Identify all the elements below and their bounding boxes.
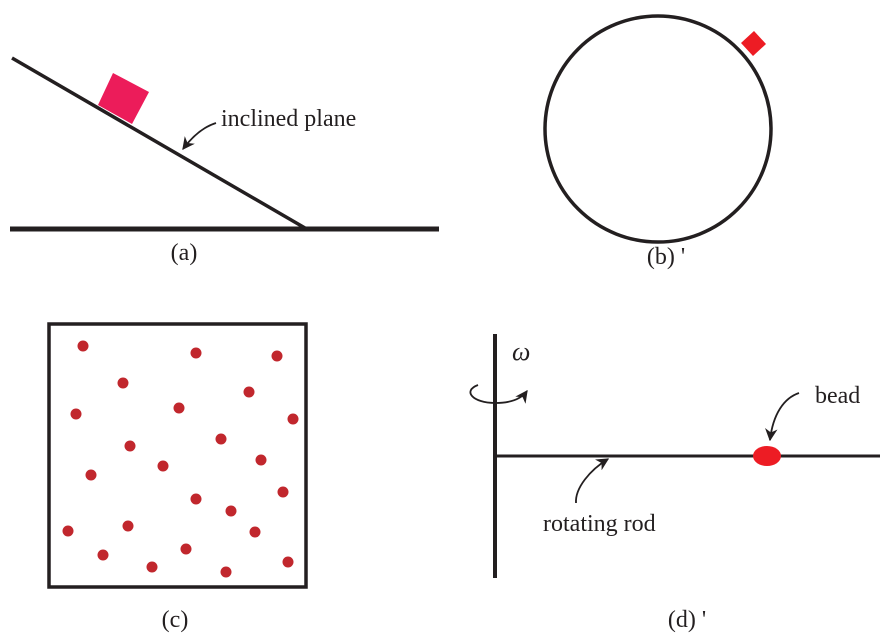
particle [277,486,289,498]
particle [157,460,169,472]
particle [117,377,129,389]
particle [225,505,237,517]
particle [282,556,294,568]
particle [190,347,202,359]
particles [62,340,299,578]
small-block-on-circle [741,31,766,56]
circular-track [543,14,773,244]
particle [124,440,136,452]
bead-label: bead [815,383,860,409]
particle [173,402,185,414]
particle [190,493,202,505]
omega-symbol: ω [512,337,530,366]
particle [215,433,227,445]
particle [85,469,97,481]
particle [287,413,299,425]
caption-c: (c) [162,607,189,633]
gas-container [47,322,308,589]
particle [77,340,89,352]
particle [97,549,109,561]
caption-d: (d) ' [668,607,706,633]
incline-line [11,56,306,230]
caption-b: (b) ' [647,244,685,270]
sliding-block [98,73,149,124]
particle [146,561,158,573]
caption-a: (a) [171,240,198,266]
particle [271,350,283,362]
rotation-arrow [469,384,528,404]
particle [243,386,255,398]
bead [753,446,781,466]
panel-a: inclined plane (a) [10,56,439,266]
particle [255,454,267,466]
incline-label: inclined plane [221,106,356,132]
particle [249,526,261,538]
particle [180,543,192,555]
rod-pointer-arrow [575,458,610,504]
panel-c: (c) [47,322,308,633]
rod-label: rotating rod [543,511,656,537]
panel-b: (b) ' [543,14,773,270]
particle [62,525,74,537]
incline-pointer-arrow [182,122,217,151]
bead-pointer-arrow [765,392,800,442]
particle [70,408,82,420]
particle [220,566,232,578]
particle [122,520,134,532]
panel-d: ω bead rotating rod (d) ' [469,334,880,633]
